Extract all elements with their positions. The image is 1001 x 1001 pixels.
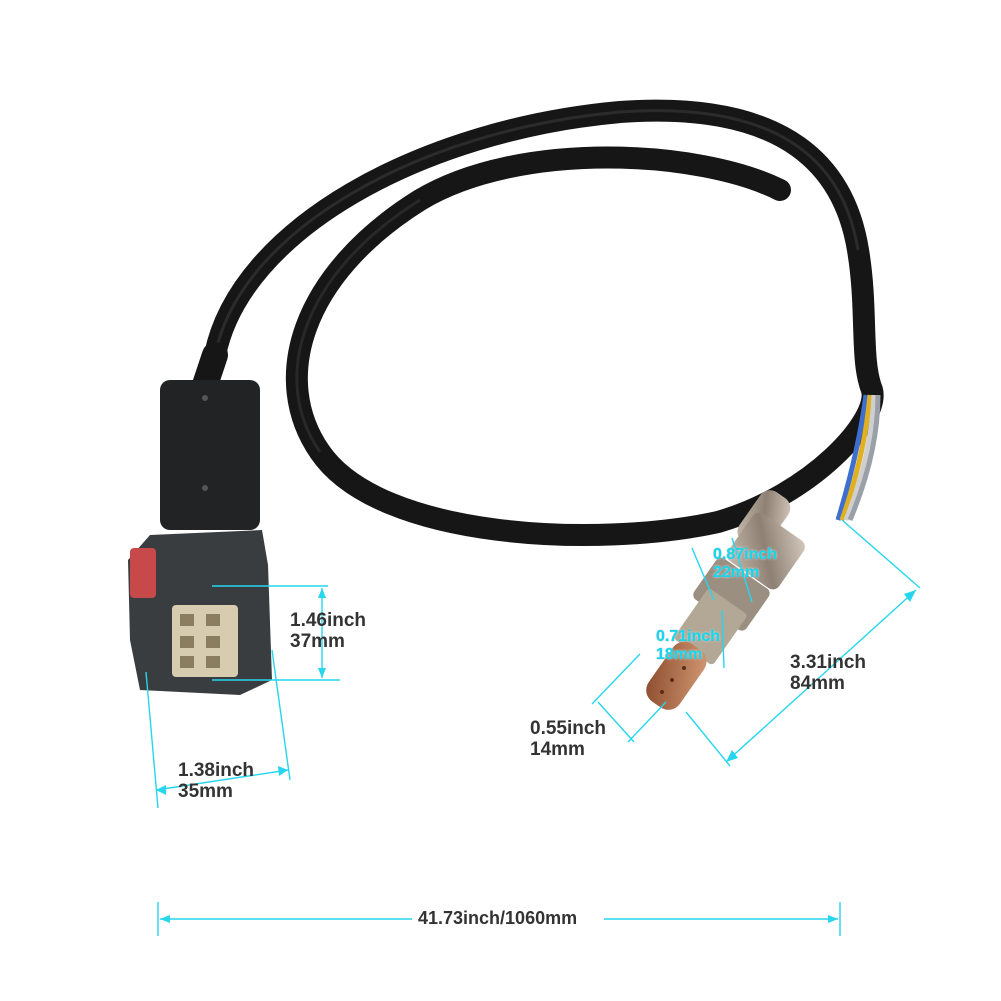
hex-width-label: 0.87inch 22mm bbox=[713, 546, 777, 582]
sensor-length-mm: 84mm bbox=[790, 673, 845, 694]
connector-width-mm: 35mm bbox=[178, 781, 233, 802]
hex-width-inch: 0.87inch bbox=[713, 546, 778, 563]
connector-height-label: 1.46inch 37mm bbox=[290, 610, 366, 652]
sensor-wires bbox=[835, 394, 881, 521]
connector bbox=[128, 380, 272, 695]
connector-height-inch: 1.46inch bbox=[290, 610, 367, 631]
sensor-length-inch: 3.31inch bbox=[790, 652, 867, 673]
total-length-label: 41.73inch/1060mm bbox=[418, 908, 578, 928]
thread-width-mm: 18mm bbox=[656, 646, 703, 663]
arrowheads bbox=[156, 588, 916, 923]
connector-width-label: 1.38inch 35mm bbox=[178, 760, 254, 802]
hex-width-mm: 22mm bbox=[713, 564, 760, 581]
tip-width-label: 0.55inch 14mm bbox=[530, 718, 606, 760]
oxygen-sensor bbox=[646, 490, 805, 710]
sensor-length-label: 3.31inch 84mm bbox=[790, 652, 866, 694]
thread-width-label: 0.71inch 18mm bbox=[656, 628, 720, 664]
dimension-lines bbox=[145, 519, 921, 936]
thread-width-inch: 0.71inch bbox=[656, 628, 721, 645]
connector-height-mm: 37mm bbox=[290, 631, 345, 652]
tip-width-mm: 14mm bbox=[530, 739, 585, 760]
sensor-cable bbox=[204, 99, 884, 547]
connector-width-inch: 1.38inch bbox=[178, 760, 255, 781]
tip-width-inch: 0.55inch bbox=[530, 718, 607, 739]
